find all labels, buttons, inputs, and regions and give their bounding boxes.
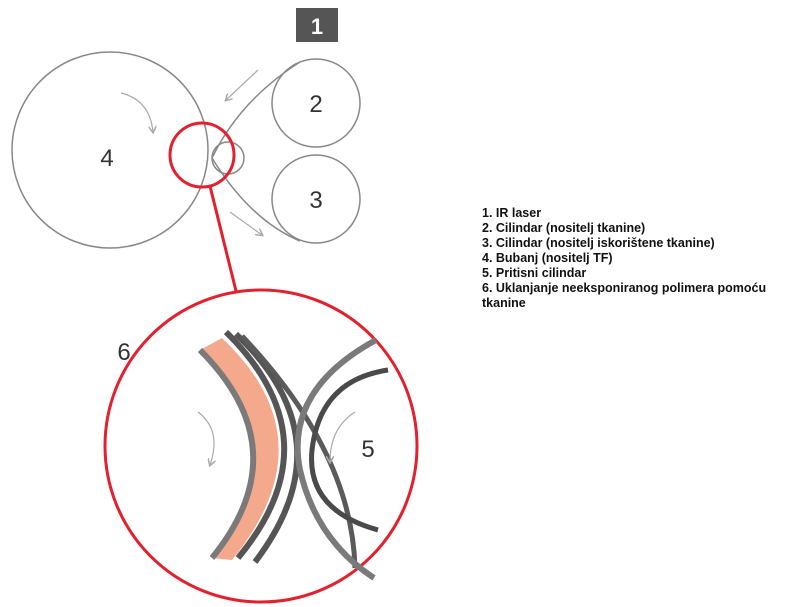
fabric-return-line bbox=[211, 157, 301, 242]
drum-detail-rotation-arrow bbox=[197, 411, 214, 465]
drum-surface-line bbox=[197, 347, 257, 560]
drum-circle bbox=[11, 51, 209, 249]
cylinder-3-circle bbox=[271, 154, 361, 244]
detail-connector-line bbox=[208, 185, 238, 292]
fabric-feed-line bbox=[211, 61, 301, 159]
pressure-cylinder-small bbox=[211, 141, 245, 175]
pressure-cylinder-inner-arc bbox=[309, 367, 389, 533]
legend-item-5: 5. Pritisni cilindar bbox=[482, 266, 587, 280]
legend-item-2: 2. Cilindar (nositelj tkanine) bbox=[482, 221, 646, 235]
drum-label: 4 bbox=[100, 145, 113, 172]
fabric-exit-layer bbox=[240, 334, 358, 569]
laser-badge bbox=[296, 8, 338, 42]
fabric-layer-outer bbox=[223, 329, 288, 560]
cylinder-3-label: 3 bbox=[309, 187, 322, 214]
pressure-cylinder-label: 5 bbox=[361, 436, 374, 463]
legend-item-3: 3. Cilindar (nositelj iskorištene tkanin… bbox=[482, 236, 715, 250]
detail-label: 6 bbox=[117, 339, 130, 366]
cylinder-2-label: 2 bbox=[309, 91, 322, 118]
legend-item-1: 1. IR laser bbox=[482, 206, 542, 220]
pressure-detail-rotation-arrow bbox=[330, 411, 356, 462]
legend-item-4: 4. Bubanj (nositelj TF) bbox=[482, 251, 613, 265]
exit-arrow bbox=[229, 211, 262, 235]
legend: 1. IR laser 2. Cilindar (nositelj tkanin… bbox=[482, 206, 808, 311]
unexposed-polymer-band bbox=[200, 338, 279, 560]
detail-zoom-circle bbox=[103, 288, 419, 604]
detail-highlight-circle bbox=[168, 121, 236, 189]
laser-badge-number: 1 bbox=[311, 14, 323, 39]
legend-item-6: 6. Uklanjanje neeksponiranog polimera po… bbox=[482, 281, 767, 310]
pressure-cylinder-outer-arc bbox=[294, 337, 378, 581]
cylinder-2-circle bbox=[271, 58, 361, 148]
drum-rotation-arrow bbox=[120, 92, 153, 132]
feed-arrow bbox=[226, 69, 259, 100]
